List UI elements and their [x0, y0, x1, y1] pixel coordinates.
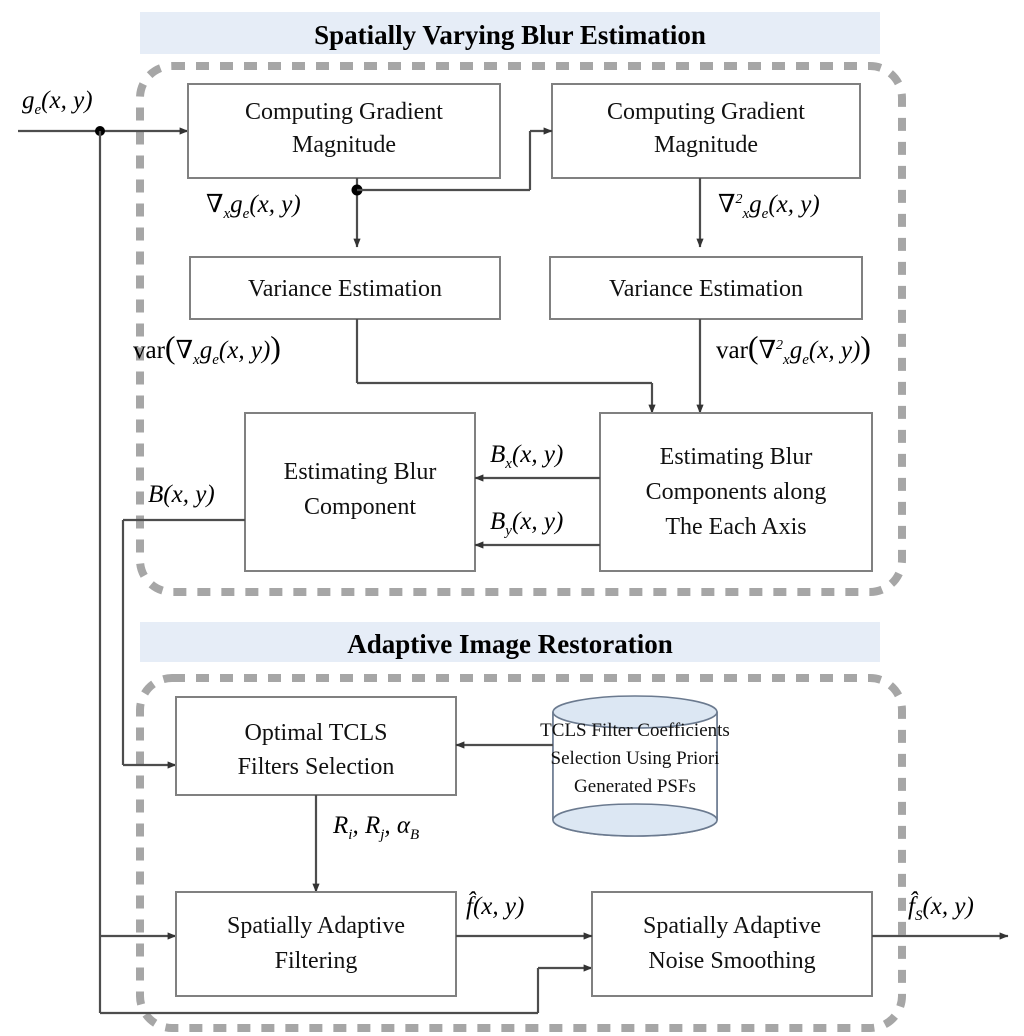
blur-y-label: By(x, y) — [490, 508, 563, 539]
banner-blur-label: Spatially Varying Blur Estimation — [314, 20, 706, 50]
db-label-line: Generated PSFs — [574, 776, 696, 797]
db-label-line: Selection Using Priori — [551, 748, 720, 769]
variance-estimation-1[interactable]: Variance Estimation — [189, 256, 501, 320]
box-label-line: Magnitude — [292, 132, 396, 158]
box-label-line: Estimating Blur — [284, 459, 437, 485]
filter-params-label: Ri, Rj, αB — [332, 812, 419, 843]
estimating-blur-component[interactable]: Estimating Blur Component — [244, 412, 476, 572]
box-label-line: Filtering — [275, 948, 358, 974]
box-label-line: Computing Gradient — [245, 99, 443, 125]
banner-blur: Spatially Varying Blur Estimation — [140, 12, 880, 54]
computing-gradient-magnitude-2[interactable]: Computing Gradient Magnitude — [551, 83, 861, 179]
f-hat-label: f̂(x, y) — [466, 891, 524, 920]
box-label-line: Spatially Adaptive — [227, 913, 405, 939]
input-signal-path — [18, 126, 593, 1015]
db-label-line: TCLS Filter Coefficients — [540, 720, 730, 741]
box-label-line: Spatially Adaptive — [643, 913, 821, 939]
var-grad-x-path — [355, 319, 656, 414]
grad-x-label: ∇xge(x, y) — [206, 191, 301, 222]
spatially-adaptive-filtering[interactable]: Spatially Adaptive Filtering — [175, 891, 457, 997]
box-label-line: Variance Estimation — [248, 276, 442, 302]
grad-x2-label: ∇2xge(x, y) — [718, 191, 820, 222]
blur-x-label: Bx(x, y) — [490, 441, 563, 472]
box-label-line: Optimal TCLS — [245, 720, 388, 746]
blur-output-label: B(x, y) — [148, 481, 215, 508]
tcls-filter-coefficients-db[interactable]: TCLS Filter Coefficients Selection Using… — [540, 695, 730, 837]
banner-restoration: Adaptive Image Restoration — [140, 622, 880, 662]
box-label-line: Estimating Blur — [660, 444, 813, 470]
blur-estimation-region — [136, 62, 906, 596]
grad-x-path — [351, 127, 553, 248]
banner-restoration-label: Adaptive Image Restoration — [347, 629, 672, 659]
input-signal-label: ge(x, y) — [22, 87, 93, 118]
blur-output-path — [121, 518, 245, 769]
optimal-tcls-filters-selection[interactable]: Optimal TCLS Filters Selection — [175, 696, 457, 796]
spatially-adaptive-noise-smoothing[interactable]: Spatially Adaptive Noise Smoothing — [591, 891, 873, 997]
box-label-line: Filters Selection — [238, 754, 395, 780]
variance-estimation-2[interactable]: Variance Estimation — [549, 256, 863, 320]
box-label-line: Component — [304, 494, 416, 520]
box-label-line: Noise Smoothing — [648, 948, 815, 974]
adaptive-restoration-region — [136, 674, 906, 1032]
box-label-line: The Each Axis — [665, 514, 806, 540]
box-label-line: Computing Gradient — [607, 99, 805, 125]
var-grad-x2-label: var(∇2xge(x, y)) — [716, 329, 871, 368]
box-label-line: Variance Estimation — [609, 276, 803, 302]
box-label-line: Components along — [646, 479, 827, 505]
computing-gradient-magnitude-1[interactable]: Computing Gradient Magnitude — [187, 83, 501, 179]
var-grad-x-label: var(∇xge(x, y)) — [133, 329, 281, 368]
estimating-blur-components-axis[interactable]: Estimating Blur Components along The Eac… — [599, 412, 873, 572]
f-hat-s-label: f̂S(x, y) — [908, 891, 974, 924]
box-label-line: Magnitude — [654, 132, 758, 158]
